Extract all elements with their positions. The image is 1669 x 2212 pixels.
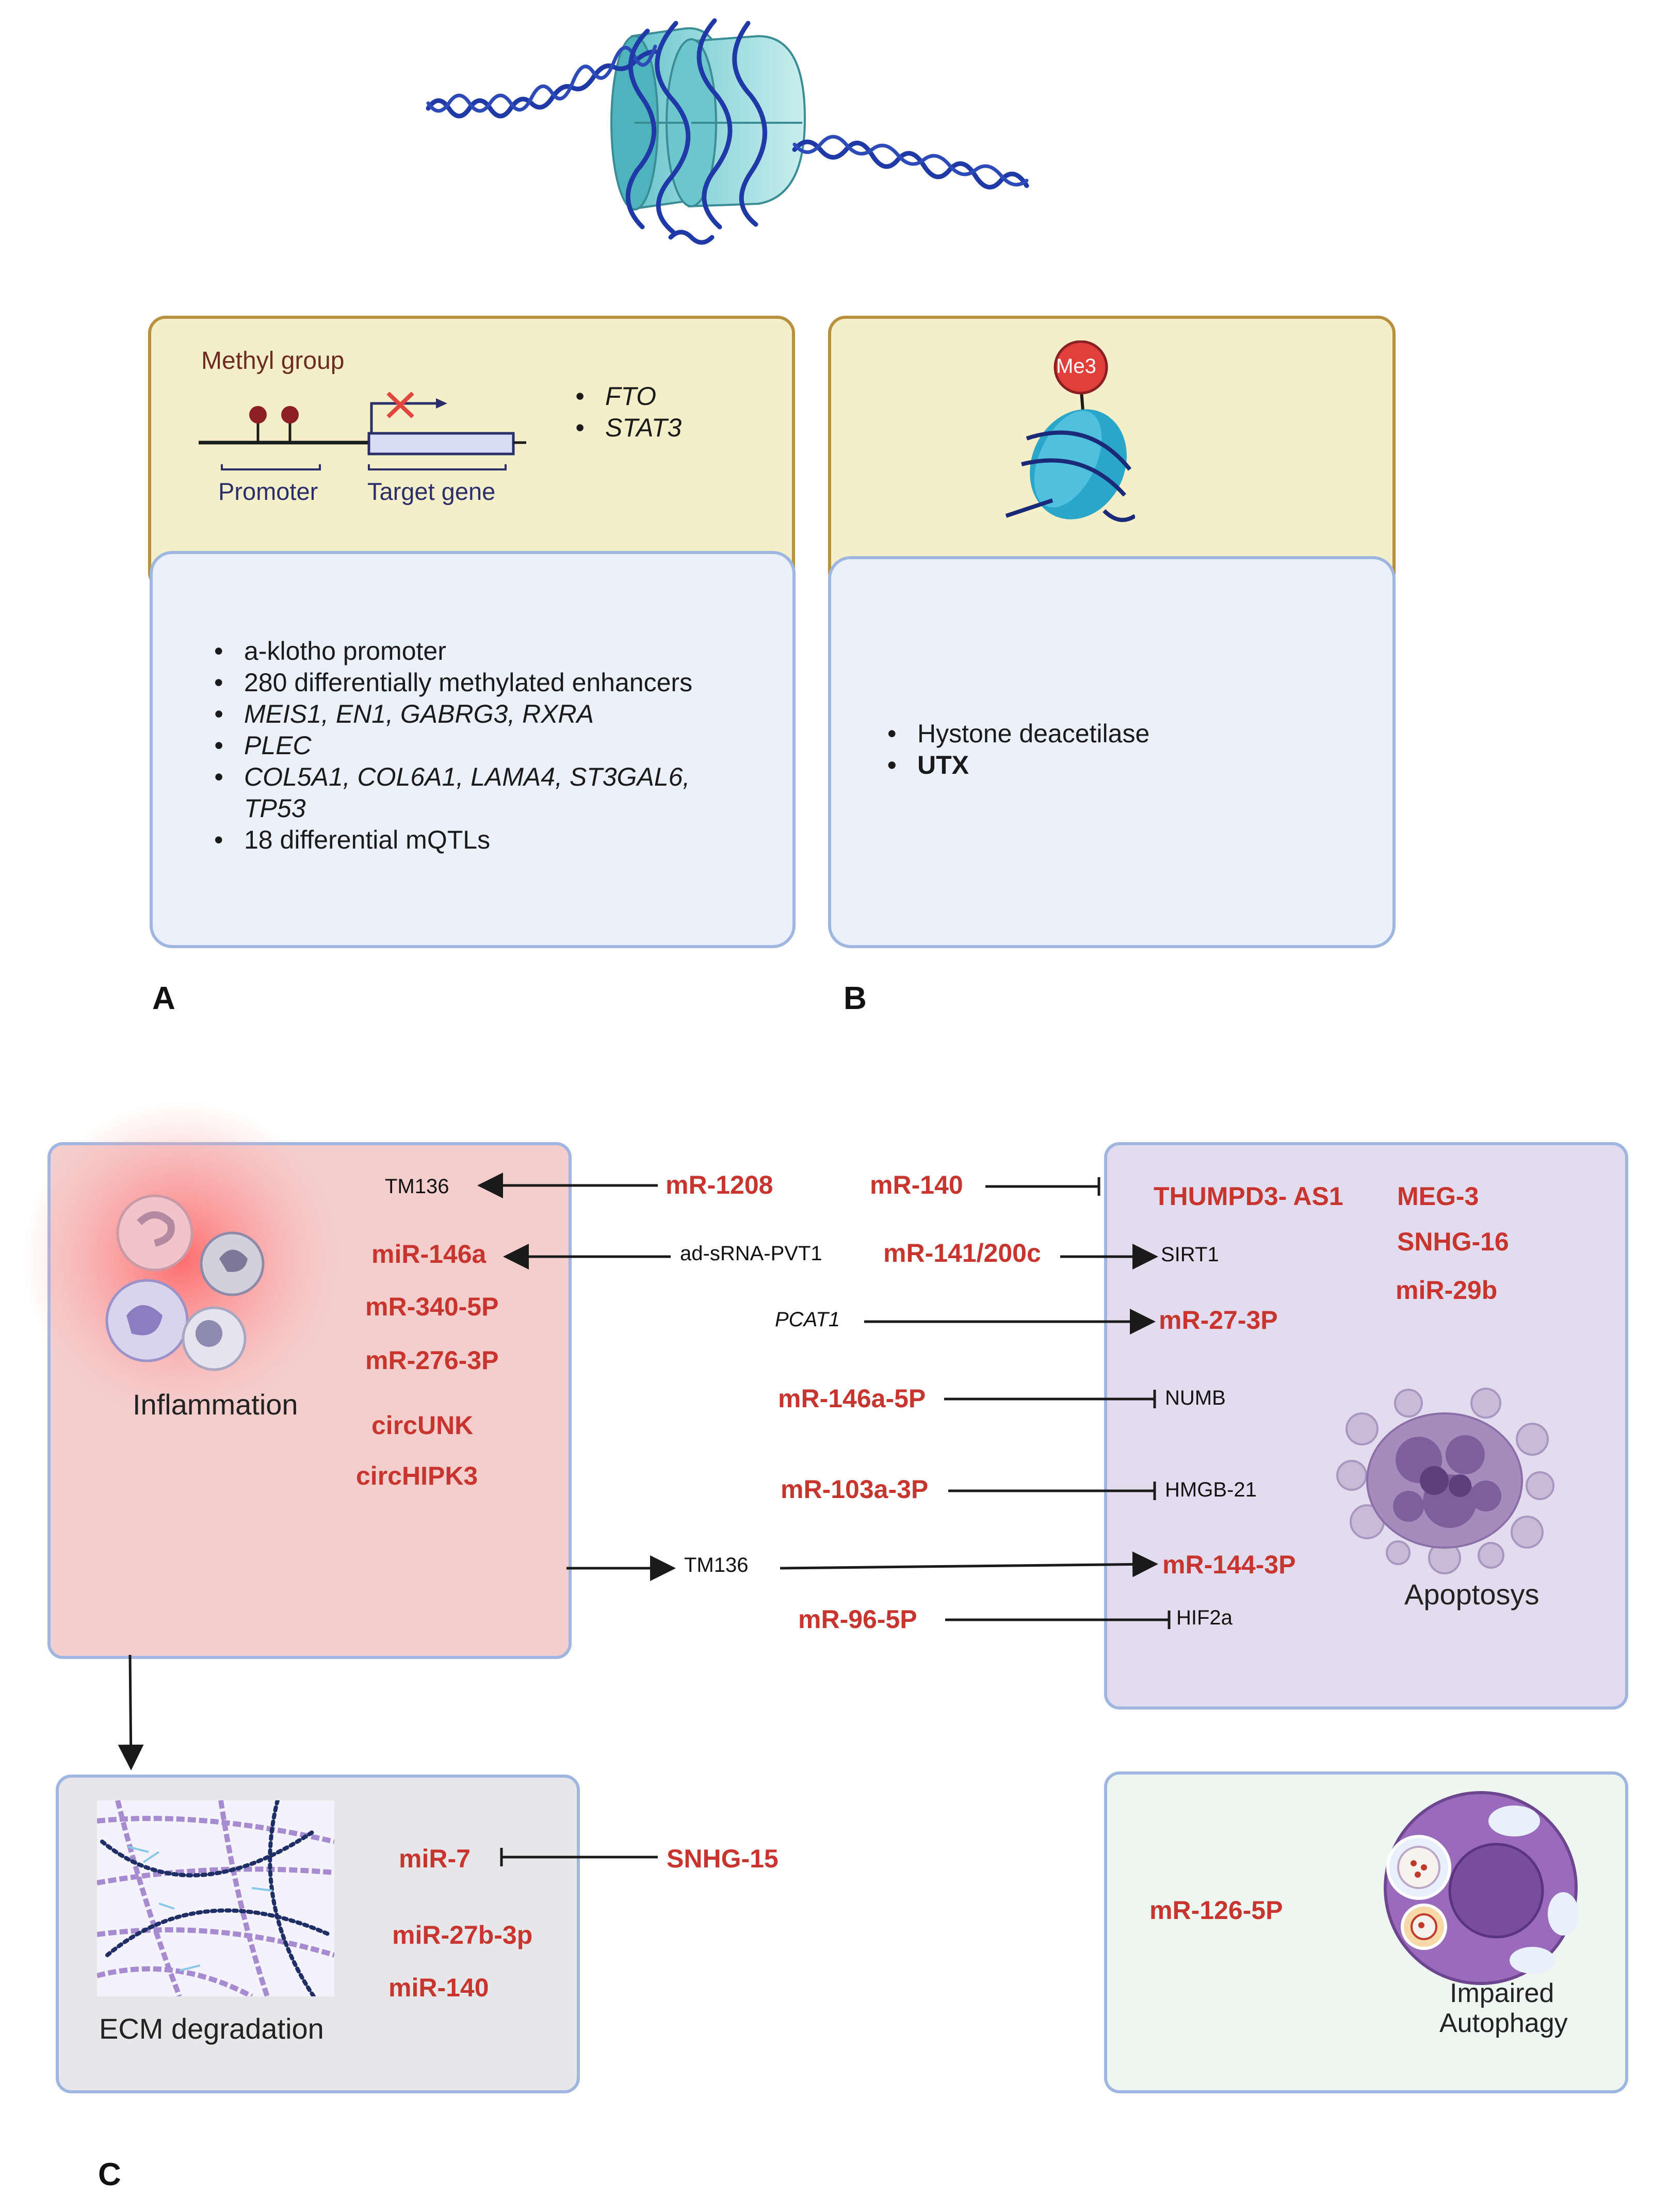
inflammation-title: Inflammation <box>133 1388 298 1421</box>
inflammation-item: mR-340-5P <box>365 1292 499 1321</box>
sirt1-label: SIRT1 <box>1161 1243 1219 1266</box>
inflammation-item: circHIPK3 <box>356 1461 478 1490</box>
finding-item: PLEC <box>214 730 692 761</box>
finding-item-continuation: TP53 <box>244 794 306 823</box>
histone-cylinder-icon <box>610 27 806 210</box>
pcat1-label: PCAT1 <box>775 1308 840 1331</box>
apoptotic-cell-icon <box>1336 1388 1554 1574</box>
blocked-transcription-arrow-icon <box>370 392 447 433</box>
tm136-top-label: TM136 <box>385 1175 449 1198</box>
trimethyl-histone-icon <box>1005 340 1135 522</box>
mr-27-label: mR-27-3P <box>1159 1306 1278 1335</box>
gene-item: FTO <box>575 381 682 412</box>
apoptosis-item: miR-29b <box>1396 1276 1498 1305</box>
gene-item: STAT3 <box>575 412 682 444</box>
apoptosis-item: THUMPD3- AS1 <box>1154 1182 1343 1211</box>
apoptosis-item: SNHG-16 <box>1397 1227 1509 1256</box>
snhg-15-label: SNHG-15 <box>667 1844 779 1873</box>
methyl-group-label: Methyl group <box>201 347 345 375</box>
ecm-item: miR-140 <box>388 1973 489 2002</box>
mr-146a-5p-label: mR-146a-5P <box>778 1384 926 1413</box>
arrow-tm136-mr144 <box>780 1551 1158 1577</box>
finding-item: COL5A1, COL6A1, LAMA4, ST3GAL6, <box>214 761 692 793</box>
dna-helix-icon <box>426 18 1029 245</box>
hif2a-label: HIF2a <box>1176 1606 1233 1629</box>
inflammation-item: miR-146a <box>371 1240 487 1268</box>
immune-cells-icon <box>105 1194 265 1371</box>
hmgb-21-label: HMGB-21 <box>1165 1478 1257 1501</box>
ecm-item: miR-7 <box>399 1844 471 1873</box>
finding-item: MEIS1, EN1, GABRG3, RXRA <box>214 698 692 730</box>
mr-1208-label: mR-1208 <box>666 1170 773 1199</box>
panel-a-letter: A <box>152 981 175 1016</box>
methylation-diagram <box>199 392 526 470</box>
finding-item: 280 differentially methylated enhancers <box>214 667 692 698</box>
impaired-autophagy-title-line1: Impaired <box>1450 1978 1554 2008</box>
ecm-item: miR-27b-3p <box>392 1921 533 1949</box>
autophagy-cell-icon <box>1384 1791 1579 1985</box>
inflammation-glow <box>21 1099 341 1419</box>
panel-a-findings-list: a-klotho promoter 280 differentially met… <box>214 636 692 856</box>
mr-144-label: mR-144-3P <box>1162 1550 1296 1579</box>
histone-item: Hystone deacetilase <box>887 718 1149 750</box>
inflammation-item: mR-276-3P <box>365 1346 499 1375</box>
target-gene-label: Target gene <box>367 478 496 505</box>
apoptosis-item: MEG-3 <box>1397 1182 1479 1211</box>
panel-b-letter: B <box>844 981 867 1016</box>
ecm-fibers-icon <box>97 1800 334 1996</box>
mr-140-label: mR-140 <box>870 1170 963 1199</box>
promoter-label: Promoter <box>218 478 318 505</box>
finding-item: 18 differential mQTLs <box>214 824 692 856</box>
panel-c-letter: C <box>98 2157 121 2192</box>
tm136-mid-label: TM136 <box>684 1554 749 1576</box>
impaired-autophagy-title-line2: Autophagy <box>1439 2008 1568 2038</box>
panel-b-list: Hystone deacetilase UTX <box>887 718 1149 781</box>
me3-label: Me3 <box>1056 355 1096 378</box>
methyl-lollipop-icon <box>249 406 299 443</box>
mr-103a-label: mR-103a-3P <box>781 1475 929 1504</box>
inflammation-item: circUNK <box>371 1411 474 1440</box>
histone-item: UTX <box>887 750 1149 781</box>
mr-96-label: mR-96-5P <box>798 1605 917 1634</box>
apoptosis-title: Apoptosys <box>1404 1578 1540 1611</box>
ad-srna-pvt1-label: ad-sRNA-PVT1 <box>680 1242 822 1265</box>
ecm-degradation-title: ECM degradation <box>99 2012 324 2045</box>
mr-141-label: mR-141/200c <box>883 1239 1041 1267</box>
finding-item: a-klotho promoter <box>214 636 692 667</box>
panel-a-gene-list: FTO STAT3 <box>575 381 682 444</box>
numb-label: NUMB <box>1165 1387 1226 1409</box>
mr-126-5p-label: mR-126-5P <box>1149 1896 1283 1925</box>
arrow-inflammation-ecm <box>118 1654 144 1770</box>
